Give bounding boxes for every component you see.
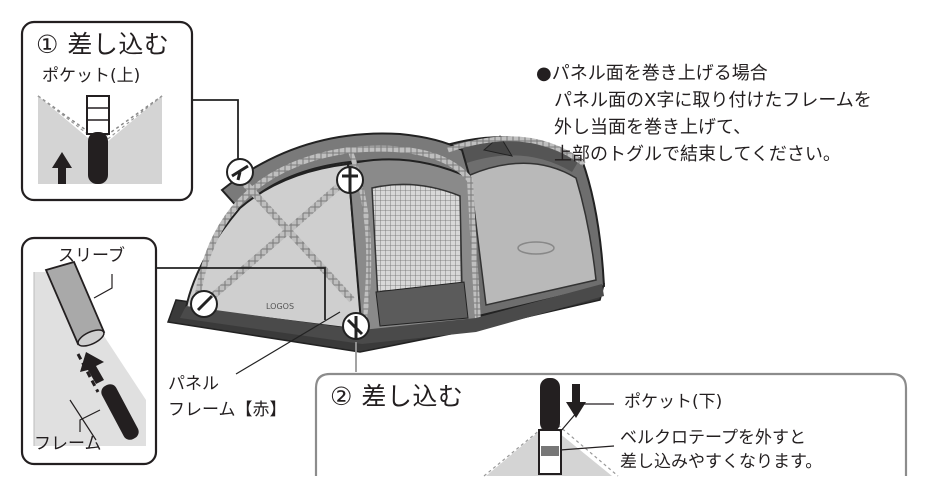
panel-frame-label-line1: パネル bbox=[168, 374, 219, 394]
velcro-note-line1: ベルクロテープを外すと bbox=[620, 428, 806, 448]
step2-title: ② 差し込む bbox=[330, 382, 464, 411]
velcro-note-line2: 差し込みやすくなります。 bbox=[620, 452, 823, 472]
frame-label: フレーム bbox=[34, 434, 102, 454]
tent-logo-text: LOGOS bbox=[266, 302, 295, 311]
frame-label-leader bbox=[79, 409, 101, 432]
velcro-leader bbox=[559, 445, 615, 451]
sleeve-arrow-icon bbox=[80, 352, 104, 384]
tent-rear-vent bbox=[482, 135, 514, 157]
pocket-lower-leader bbox=[559, 403, 614, 433]
panel-x-frame-a bbox=[237, 175, 355, 303]
lower-frame-pole bbox=[540, 378, 560, 432]
upper-pocket-icon bbox=[86, 95, 110, 135]
panel-frame-label-line2: フレーム【赤】 bbox=[168, 400, 287, 420]
step1-title: ① 差し込む bbox=[36, 30, 170, 59]
tent-door-bottom bbox=[375, 281, 469, 327]
attachment-markers bbox=[190, 158, 370, 340]
tent-arch-pole-front bbox=[193, 145, 481, 323]
step1-inset bbox=[37, 95, 174, 184]
leader-line-sleeve bbox=[155, 267, 326, 320]
leader-line-panel-frame bbox=[235, 311, 341, 375]
note-line3: 外し当面を巻き上げて、 bbox=[554, 117, 752, 138]
leader-line-step1 bbox=[192, 99, 239, 160]
arrow-up-icon bbox=[52, 152, 72, 184]
sleeve-label-leader bbox=[93, 274, 113, 299]
upper-pocket-label: ポケット(上) bbox=[42, 66, 141, 86]
sleeve-frame-pole bbox=[101, 384, 139, 440]
sleeve-inset bbox=[33, 260, 146, 446]
arrow-down-icon bbox=[566, 384, 586, 418]
sleeve-label: スリーブ bbox=[58, 246, 125, 266]
tent-arch-pole-rear bbox=[447, 136, 586, 166]
tent-rear-roof bbox=[448, 140, 578, 172]
note-line4: 上部のトグルで結束してください。 bbox=[554, 144, 841, 165]
step2-inset bbox=[483, 376, 619, 477]
note-line2: パネル面のX字に取り付けたフレームを bbox=[554, 90, 872, 111]
lower-pocket-label: ポケット(下) bbox=[624, 392, 723, 412]
panel-x-frame-b bbox=[203, 177, 349, 305]
tent-emblem-icon bbox=[517, 241, 555, 255]
tent-bottom-strip bbox=[180, 284, 604, 344]
upper-frame-pole bbox=[88, 132, 108, 184]
tent-rear-side-panel bbox=[469, 162, 597, 306]
tent-mesh-door bbox=[371, 183, 463, 301]
note-heading: ●パネル面を巻き上げる場合 bbox=[536, 63, 768, 84]
